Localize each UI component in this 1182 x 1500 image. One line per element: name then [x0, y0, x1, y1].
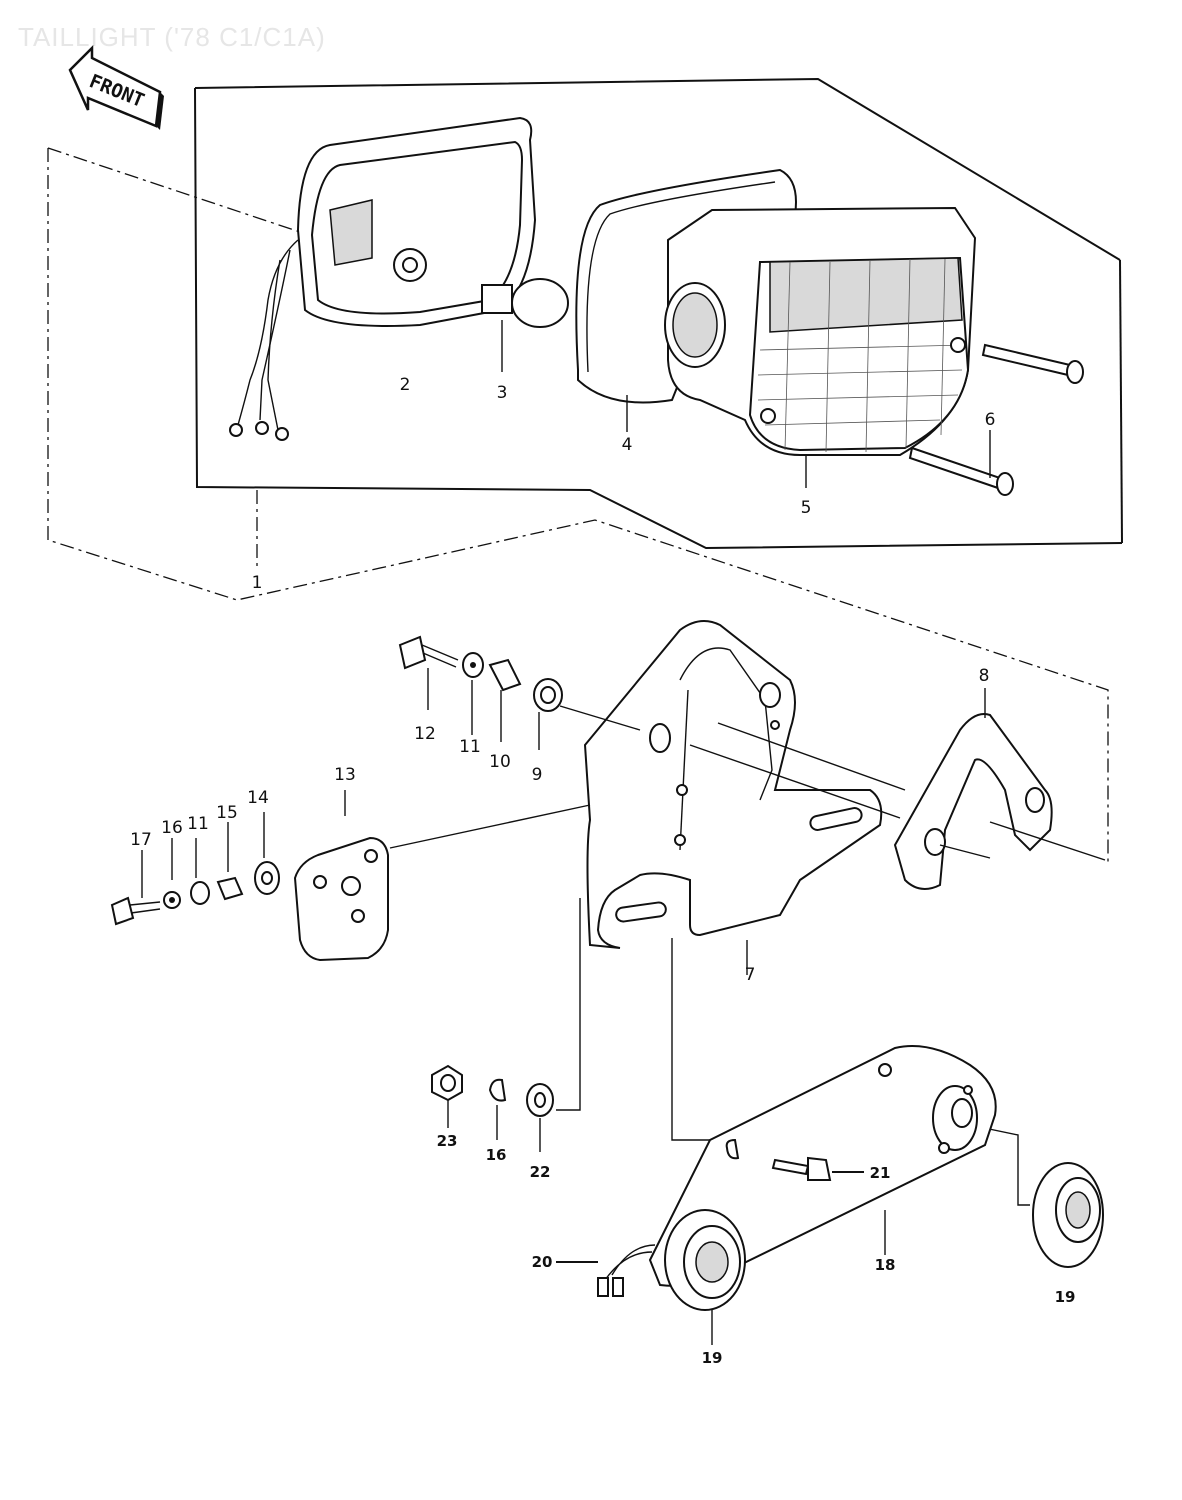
lens — [664, 206, 977, 488]
label-4: 4 — [622, 435, 633, 455]
label-19-front: 19 — [702, 1349, 723, 1367]
upper-assembly-outline — [47, 77, 1123, 862]
label-10: 10 — [489, 752, 511, 772]
label-18: 18 — [875, 1256, 896, 1274]
screws — [908, 343, 1084, 496]
reflector-bracket — [648, 1045, 997, 1287]
label-16-upper: 16 — [161, 818, 183, 838]
label-23: 23 — [437, 1132, 458, 1150]
label-7: 7 — [745, 965, 756, 985]
label-16-lower: 16 — [486, 1146, 507, 1164]
taillight-bracket — [583, 620, 883, 975]
label-14: 14 — [247, 788, 269, 808]
label-11-lower: 11 — [187, 814, 209, 834]
lamp-base — [229, 116, 537, 441]
label-1: 1 — [252, 573, 263, 593]
label-9: 9 — [532, 765, 543, 785]
mounting-plate — [893, 688, 1053, 890]
label-19-rear: 19 — [1055, 1288, 1076, 1306]
label-5: 5 — [801, 498, 812, 518]
label-22: 22 — [530, 1163, 551, 1181]
reflector-rear — [1032, 1162, 1104, 1268]
label-3: 3 — [497, 383, 508, 403]
diagram-title: TAILLIGHT ('78 C1/C1A) — [18, 22, 326, 52]
nut-washer-set — [431, 1064, 554, 1152]
label-11-upper: 11 — [459, 737, 481, 757]
label-21: 21 — [870, 1164, 891, 1182]
reflector-front — [556, 1209, 746, 1345]
label-17: 17 — [130, 830, 152, 850]
fastener-set-lower — [110, 812, 280, 926]
license-plate-bracket — [293, 790, 389, 962]
label-12: 12 — [414, 724, 436, 744]
label-8: 8 — [979, 666, 990, 686]
fastener-set-upper — [398, 635, 563, 750]
assembly-axes — [389, 705, 1106, 1206]
label-2: 2 — [400, 375, 411, 395]
label-15: 15 — [216, 803, 238, 823]
label-13: 13 — [334, 765, 356, 785]
part-labels: 1 2 3 4 5 6 7 8 9 10 11 12 13 14 15 16 1… — [130, 375, 1075, 1367]
label-20: 20 — [532, 1253, 553, 1271]
front-arrow-icon: FRONT — [68, 44, 164, 130]
bulb — [481, 278, 569, 372]
label-6: 6 — [985, 410, 996, 430]
